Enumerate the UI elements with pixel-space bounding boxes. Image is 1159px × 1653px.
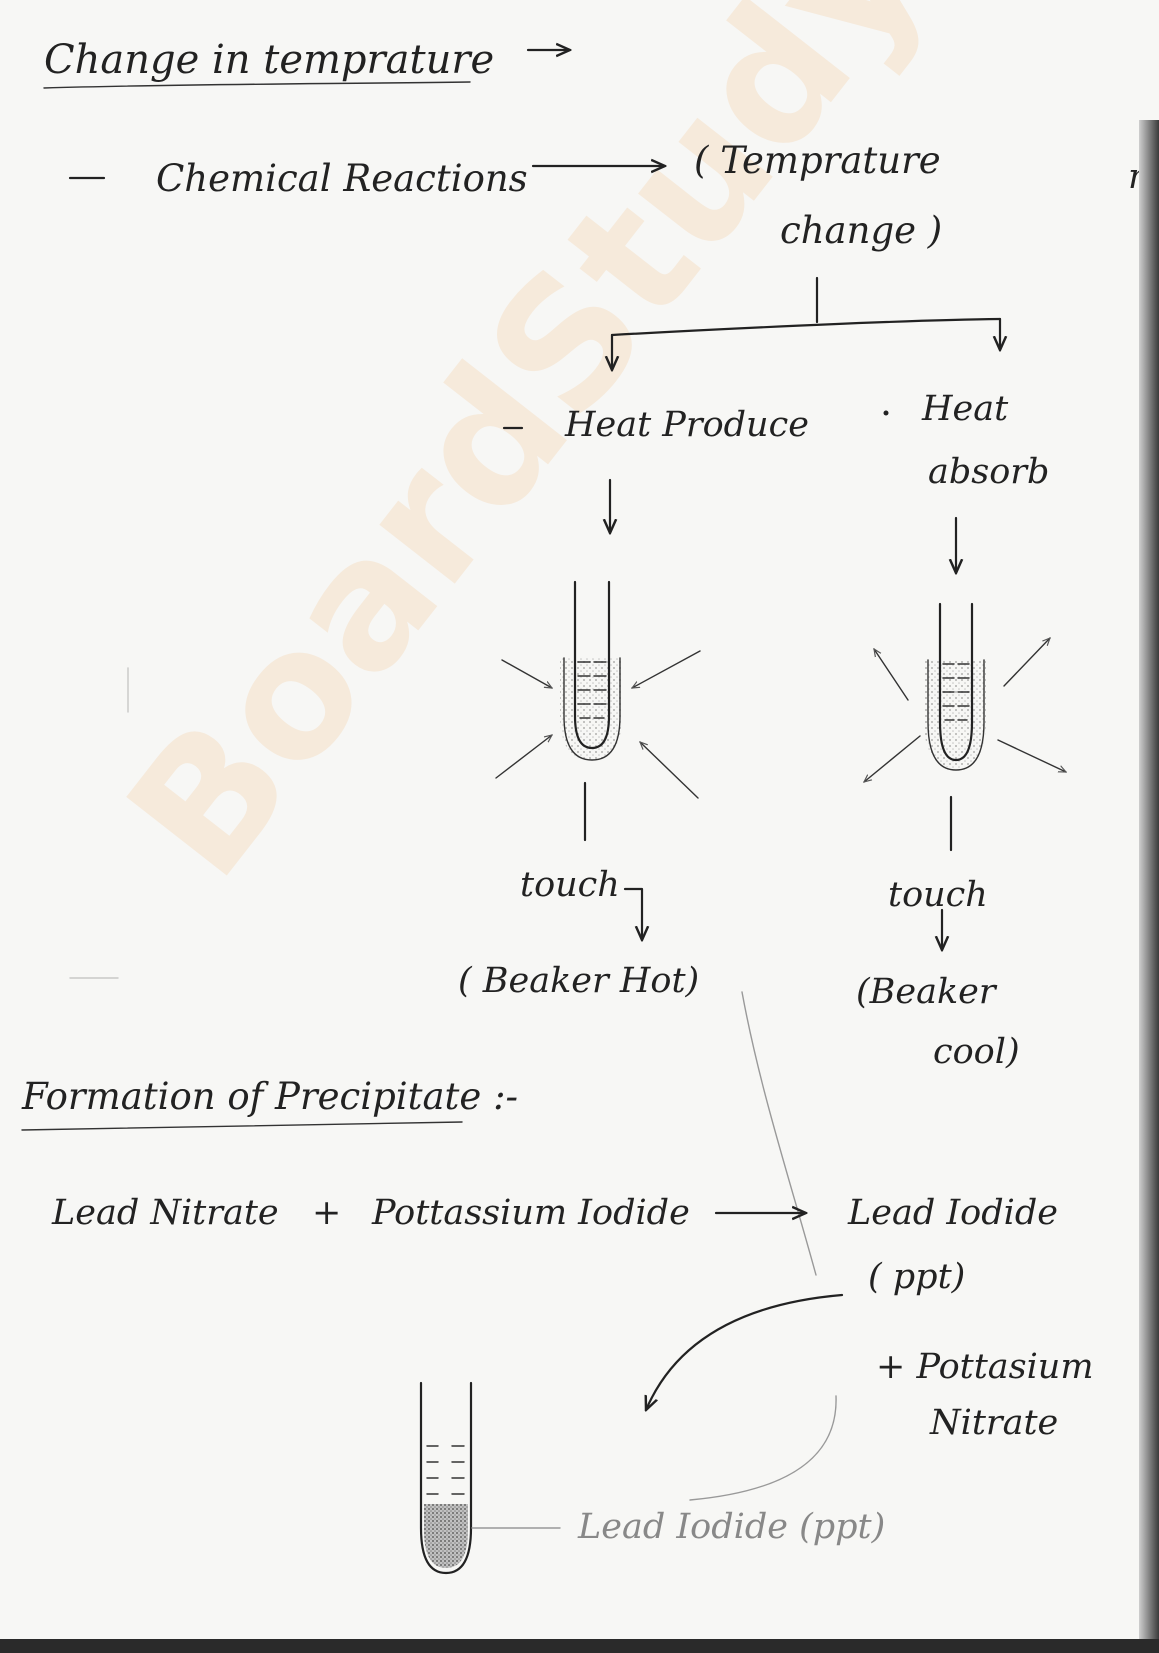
plus-sign: + [312,1193,342,1233]
tube-label-lead-iodide: Lead Iodide (ppt) [578,1507,886,1547]
tree-bar [610,317,1002,337]
curved-arrow [646,1293,844,1410]
result-temperature-change-line1: ( Temprature [694,139,941,182]
product-potassium-nitrate-line2: Nitrate [930,1403,1059,1443]
heading-underline [43,81,471,89]
product-lead-iodide-line1: Lead Iodide [848,1193,1058,1233]
touch-label-left: touch [520,865,620,905]
connector-line [741,991,817,1276]
branch-heat-absorb-line1: Heat [922,389,1009,429]
result-beaker-cool-line1: (Beaker [856,972,996,1012]
reactant-potassium-iodide: Pottassium Iodide [372,1193,690,1233]
branch-dot [883,410,889,416]
product-potassium-nitrate-line1: + Pottasium [876,1347,1094,1387]
bullet-chemical-reactions: Chemical Reactions [156,157,528,200]
touch-label-right: touch [888,875,988,915]
page-bottom-edge [0,1639,1159,1653]
product-lead-iodide-line2: ( ppt) [868,1257,966,1297]
precipitate-underline [21,1121,463,1131]
bottom-test-tube [419,1381,561,1575]
result-beaker-hot: ( Beaker Hot) [458,961,700,1001]
branch-heat-absorb-line2: absorb [928,452,1050,492]
result-temperature-change-line2: change ) [780,209,943,252]
touch-left-arrow [623,887,642,940]
branch-heat-produce: Heat Produce [565,405,809,445]
result-beaker-cool-line2: cool) [933,1032,1020,1072]
paper-marks [69,667,129,979]
reactant-lead-nitrate: Lead Nitrate [52,1193,279,1233]
left-test-tube [495,580,701,842]
page-shadow-edge [1139,120,1159,1653]
precipitate-heading: Formation of Precipitate :- [22,1075,519,1118]
temperature-heading: Change in temprature [44,37,495,83]
faint-curve [689,1395,837,1501]
right-test-tube [864,602,1066,852]
